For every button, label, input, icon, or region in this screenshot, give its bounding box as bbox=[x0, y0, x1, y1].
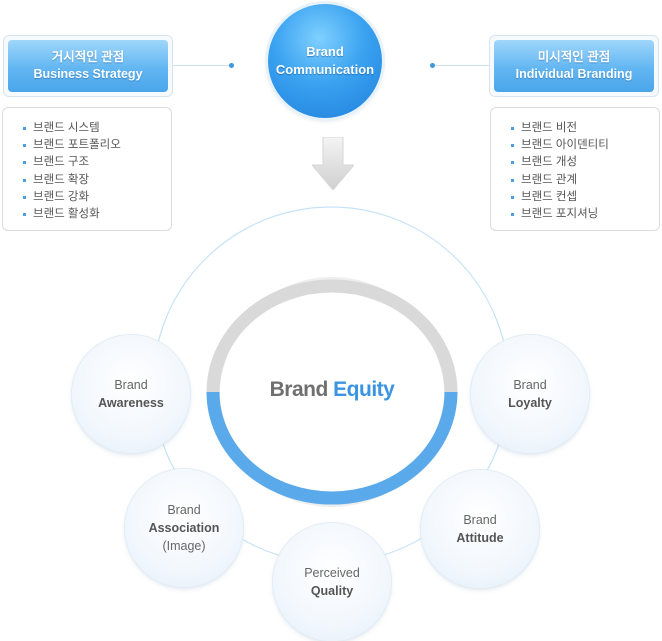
awareness-line2: Awareness bbox=[98, 396, 164, 410]
list-item: 브랜드 확장 bbox=[23, 172, 171, 189]
list-item: 브랜드 포트폴리오 bbox=[23, 137, 171, 154]
communication-line2: Communication bbox=[275, 62, 375, 77]
list-item: 브랜드 강화 bbox=[23, 189, 171, 206]
right-connector-dot bbox=[430, 63, 435, 68]
down-arrow-icon bbox=[312, 137, 354, 190]
attitude-line1: Brand bbox=[463, 513, 497, 527]
quality-line2: Quality bbox=[310, 584, 354, 598]
list-item: 브랜드 구조 bbox=[23, 154, 171, 171]
brand-equity-word1: Brand bbox=[269, 378, 329, 401]
association-line3: (Image) bbox=[162, 539, 206, 553]
brand-communication-circle: Brand Communication bbox=[268, 4, 382, 118]
left-list-box: 브랜드 시스템 브랜드 포트폴리오 브랜드 구조 브랜드 확장 브랜드 강화 브… bbox=[2, 107, 172, 231]
right-header-subtitle: Individual Branding bbox=[515, 67, 633, 81]
core-ring-gray bbox=[206, 279, 458, 393]
left-header-box: 거시적인 관점 Business Strategy bbox=[3, 35, 173, 97]
list-item: 브랜드 컨셉 bbox=[511, 189, 659, 206]
communication-line1: Brand bbox=[306, 44, 344, 59]
left-header: 거시적인 관점 Business Strategy bbox=[8, 40, 168, 92]
brand-equity-word2: Equity bbox=[333, 378, 395, 401]
list-item: 브랜드 활성화 bbox=[23, 206, 171, 223]
right-connector-line bbox=[434, 65, 490, 66]
brand-equity-label: Brand Equity bbox=[208, 378, 456, 402]
awareness-line1: Brand bbox=[114, 378, 148, 392]
left-connector-line bbox=[173, 65, 233, 66]
left-header-subtitle: Business Strategy bbox=[33, 67, 143, 81]
right-list: 브랜드 비전 브랜드 아이덴티티 브랜드 개성 브랜드 관계 브랜드 컨셉 브랜… bbox=[511, 120, 659, 223]
brand-association-circle: Brand Association (Image) bbox=[125, 469, 243, 587]
brand-loyalty-circle: Brand Loyalty bbox=[471, 335, 589, 453]
quality-line1: Perceived bbox=[304, 566, 360, 580]
right-list-box: 브랜드 비전 브랜드 아이덴티티 브랜드 개성 브랜드 관계 브랜드 컨셉 브랜… bbox=[490, 107, 660, 231]
right-header-box: 미시적인 관점 Individual Branding bbox=[489, 35, 659, 97]
list-item: 브랜드 비전 bbox=[511, 120, 659, 137]
association-line2: Association bbox=[148, 521, 220, 535]
loyalty-line1: Brand bbox=[513, 378, 547, 392]
perceived-quality-circle: Perceived Quality bbox=[273, 523, 391, 641]
left-connector-dot bbox=[229, 63, 234, 68]
attitude-line2: Attitude bbox=[456, 531, 504, 545]
list-item: 브랜드 아이덴티티 bbox=[511, 137, 659, 154]
association-line1: Brand bbox=[167, 503, 201, 517]
right-header-title: 미시적인 관점 bbox=[537, 50, 611, 64]
left-list: 브랜드 시스템 브랜드 포트폴리오 브랜드 구조 브랜드 확장 브랜드 강화 브… bbox=[23, 120, 171, 223]
loyalty-line2: Loyalty bbox=[508, 396, 552, 410]
list-item: 브랜드 관계 bbox=[511, 172, 659, 189]
right-header: 미시적인 관점 Individual Branding bbox=[494, 40, 654, 92]
list-item: 브랜드 개성 bbox=[511, 154, 659, 171]
left-header-title: 거시적인 관점 bbox=[51, 50, 125, 64]
list-item: 브랜드 포지셔닝 bbox=[511, 206, 659, 223]
core-center bbox=[220, 293, 444, 491]
core-ring-blue bbox=[206, 391, 458, 505]
list-item: 브랜드 시스템 bbox=[23, 120, 171, 137]
brand-awareness-circle: Brand Awareness bbox=[72, 335, 190, 453]
brand-attitude-circle: Brand Attitude bbox=[421, 470, 539, 588]
